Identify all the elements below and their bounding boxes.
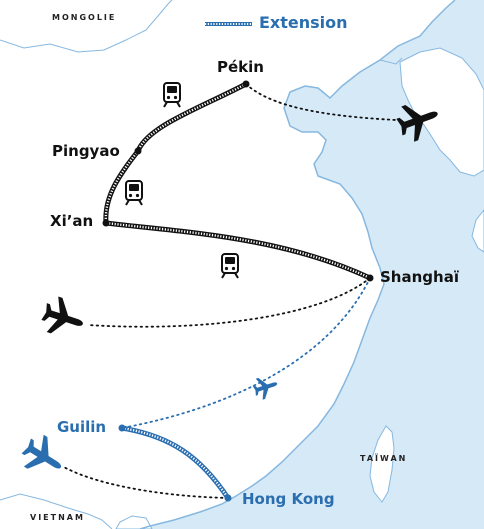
rail-route — [103, 81, 373, 281]
flight-shanghai — [87, 277, 371, 328]
extension-rail-route — [119, 425, 231, 501]
taiwan-landmass — [369, 425, 395, 503]
city-label-xian: Xi’an — [50, 212, 94, 230]
city-label-pingyao: Pingyao — [52, 142, 120, 160]
flight-extension-hongkong — [61, 465, 229, 499]
flight-beijing — [245, 83, 397, 121]
japan-landmass — [471, 209, 484, 253]
city-point-guilin — [118, 424, 126, 432]
country-label-vietnam: VIETNAM — [30, 513, 85, 522]
city-point-shanghai — [366, 274, 374, 282]
country-label-mongolia: MONGOLIE — [52, 13, 117, 22]
korea-landmass — [399, 47, 484, 177]
legend-label: Extension — [259, 13, 348, 32]
korea-border — [379, 57, 403, 65]
city-point-pingyao — [134, 147, 142, 155]
city-label-hongkong: Hong Kong — [242, 490, 335, 508]
train-icon — [221, 253, 239, 279]
flight-extension-shanghai-guilin — [121, 277, 371, 429]
plane-icon — [38, 293, 89, 342]
city-point-beijing — [242, 80, 250, 88]
mongolia-border — [0, 0, 173, 53]
city-label-shanghai: Shanghaï — [380, 268, 459, 286]
train-icon — [125, 180, 143, 206]
plane-icon — [250, 372, 281, 402]
city-point-hongkong — [224, 494, 232, 502]
vietnam-border — [0, 493, 113, 529]
train-icon — [163, 82, 181, 108]
extension-rail-ties — [121, 426, 229, 499]
city-point-xian — [102, 219, 110, 227]
country-label-taiwan: TAÏWAN — [360, 454, 408, 463]
china-coastline — [139, 0, 456, 529]
hainan-landmass — [115, 515, 153, 529]
plane-icon — [16, 430, 71, 484]
sea-area — [140, 0, 484, 529]
city-label-guilin: Guilin — [57, 418, 107, 436]
city-label-beijing: Pékin — [217, 58, 264, 76]
